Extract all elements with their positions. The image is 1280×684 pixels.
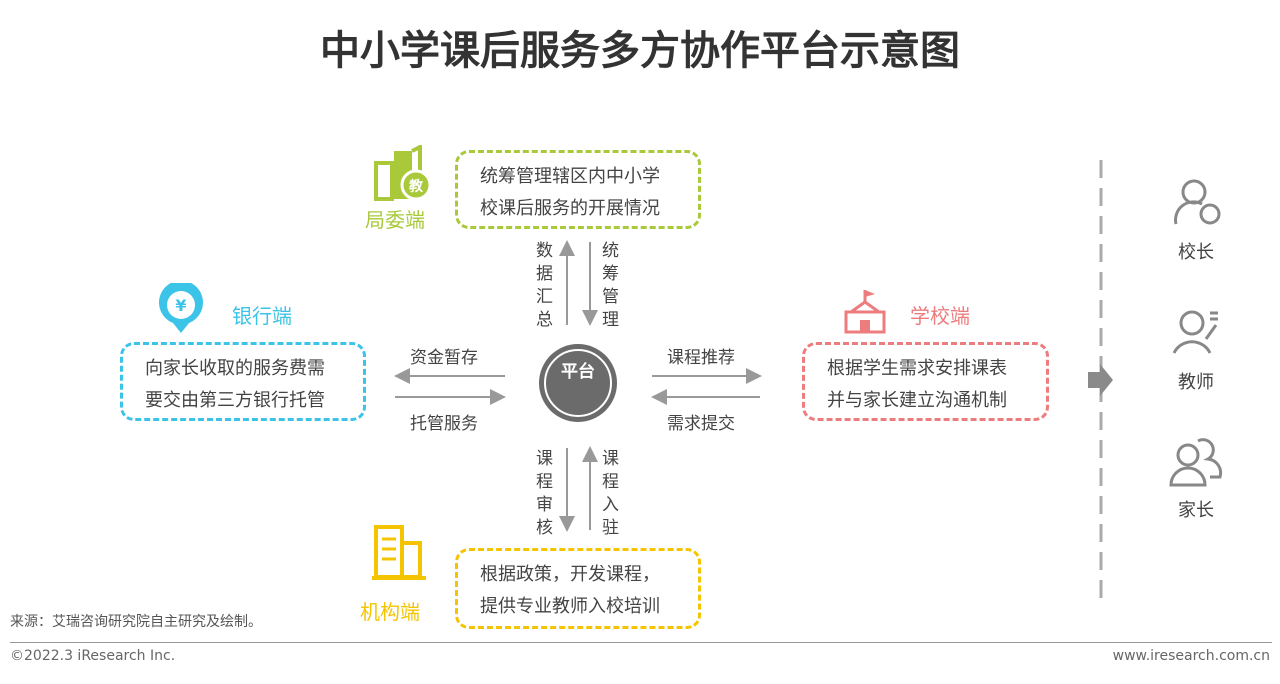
school-line-1: 根据学生需求安排课表 <box>827 358 1007 379</box>
flow-left-bottom: 托管服务 <box>410 414 478 434</box>
role-principal: 校长 <box>1178 242 1214 263</box>
bureau-icon-text: 教 <box>409 178 424 195</box>
principal-icon <box>1174 179 1221 225</box>
flow-right-bottom: 需求提交 <box>667 414 735 434</box>
parents-icon <box>1169 438 1223 487</box>
institution-box: 根据政策，开发课程， 提供专业教师入校培训 <box>455 548 701 629</box>
flow-up-right: 统筹管理 <box>602 241 619 330</box>
institution-label: 机构端 <box>360 600 420 624</box>
bank-icon-text: ¥ <box>175 296 186 315</box>
copyright: ©2022.3 iResearch Inc. <box>10 648 176 664</box>
school-box: 根据学生需求安排课表 并与家长建立沟通机制 <box>802 342 1049 421</box>
flow-down-right: 课程入驻 <box>602 449 619 538</box>
flow-left-top: 资金暂存 <box>410 348 478 368</box>
flow-right-top: 课程推荐 <box>667 348 735 368</box>
bank-box: 向家长收取的服务费需 要交由第三方银行托管 <box>120 342 366 421</box>
flow-up-left: 数据汇总 <box>536 241 553 330</box>
bank-label: 银行端 <box>232 304 292 328</box>
footer-divider <box>10 642 1272 643</box>
right-arrow-icon <box>1088 364 1113 396</box>
institution-building-icon <box>372 525 426 580</box>
bureau-building-icon: 教 <box>374 145 432 201</box>
teacher-icon <box>1172 310 1218 354</box>
platform-label: 平台 <box>558 362 598 383</box>
role-parents: 家长 <box>1178 500 1214 521</box>
website-link[interactable]: www.iresearch.com.cn <box>1112 648 1270 664</box>
source-note: 来源：艾瑞咨询研究院自主研究及绘制。 <box>10 614 262 630</box>
page-title: 中小学课后服务多方协作平台示意图 <box>320 28 960 74</box>
bank-icon: ¥ <box>159 283 203 333</box>
platform-circle <box>539 344 617 422</box>
bureau-box: 统筹管理辖区内中小学 校课后服务的开展情况 <box>455 150 701 229</box>
institution-line-2: 提供专业教师入校培训 <box>480 596 660 617</box>
bureau-line-1: 统筹管理辖区内中小学 <box>480 166 660 187</box>
institution-line-1: 根据政策，开发课程， <box>480 564 660 585</box>
bank-line-2: 要交由第三方银行托管 <box>145 390 325 411</box>
role-teacher: 教师 <box>1178 372 1214 393</box>
bureau-label: 局委端 <box>365 208 425 232</box>
platform-label-text: 平台 <box>561 362 595 382</box>
flow-down-left: 课程审核 <box>536 449 553 538</box>
school-line-2: 并与家长建立沟通机制 <box>827 390 1007 411</box>
school-label: 学校端 <box>910 304 970 328</box>
school-icon <box>844 290 886 334</box>
bureau-line-2: 校课后服务的开展情况 <box>480 198 660 219</box>
bank-line-1: 向家长收取的服务费需 <box>145 358 325 379</box>
